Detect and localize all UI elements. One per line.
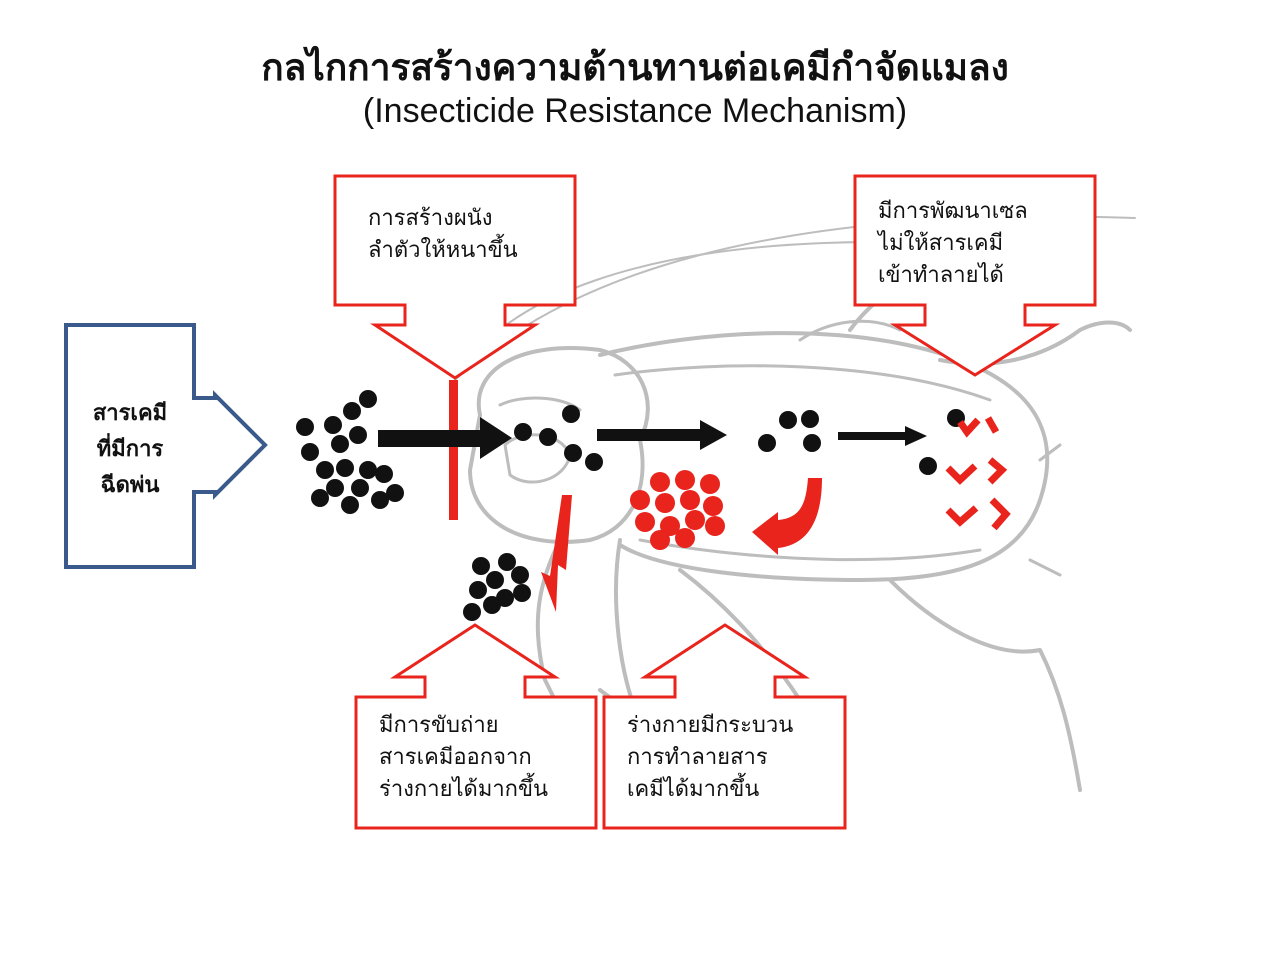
cuticle-barrier	[449, 380, 458, 520]
input-line-1: สารเคมี	[66, 396, 194, 432]
target-block-3	[948, 466, 975, 480]
flow-arrow-3	[838, 426, 927, 446]
target-block-6	[992, 500, 1006, 528]
chemical-particles-outside	[296, 390, 404, 514]
target-block-5	[948, 508, 976, 522]
callout-target-site-line-2: ไม่ให้สารเคมี	[878, 228, 1028, 260]
target-block-4	[990, 460, 1002, 482]
callout-cuticle-text: การสร้างผนัง ลำตัวให้หนาขึ้น	[368, 203, 518, 267]
callout-target-site-line-1: มีการพัฒนาเซล	[878, 196, 1028, 228]
input-chemical-label: สารเคมี ที่มีการ ฉีดพ่น	[66, 396, 194, 504]
callout-target-site-line-3: เข้าทำลายได้	[878, 260, 1028, 292]
callout-metabolism-line-2: การทำลายสาร	[627, 742, 793, 774]
callout-excretion-line-2: สารเคมีออกจาก	[379, 742, 548, 774]
target-block-2	[988, 418, 996, 432]
callout-cuticle-line-2: ลำตัวให้หนาขึ้น	[368, 235, 518, 267]
metabolism-arrow	[752, 478, 822, 555]
callout-excretion-text: มีการขับถ่าย สารเคมีออกจาก ร่างกายได้มาก…	[379, 710, 548, 806]
input-line-2: ที่มีการ	[66, 432, 194, 468]
excretion-arrow	[541, 495, 572, 612]
chemical-particles-excreted	[463, 553, 531, 621]
degraded-chemical-particles	[630, 470, 725, 550]
target-block-1	[960, 420, 978, 432]
callout-excretion-line-3: ร่างกายได้มากขึ้น	[379, 774, 548, 806]
callout-metabolism-line-3: เคมีได้มากขึ้น	[627, 774, 793, 806]
callout-target-site-text: มีการพัฒนาเซล ไม่ให้สารเคมี เข้าทำลายได้	[878, 196, 1028, 292]
input-line-3: ฉีดพ่น	[66, 468, 194, 504]
target-site-blocks	[948, 418, 1006, 528]
flow-arrow-1	[378, 417, 512, 459]
callout-cuticle-line-1: การสร้างผนัง	[368, 203, 518, 235]
callout-excretion-line-1: มีการขับถ่าย	[379, 710, 548, 742]
flow-arrow-2	[597, 420, 727, 450]
callout-metabolism-text: ร่างกายมีกระบวน การทำลายสาร เคมีได้มากขึ…	[627, 710, 793, 806]
callout-metabolism-line-1: ร่างกายมีกระบวน	[627, 710, 793, 742]
